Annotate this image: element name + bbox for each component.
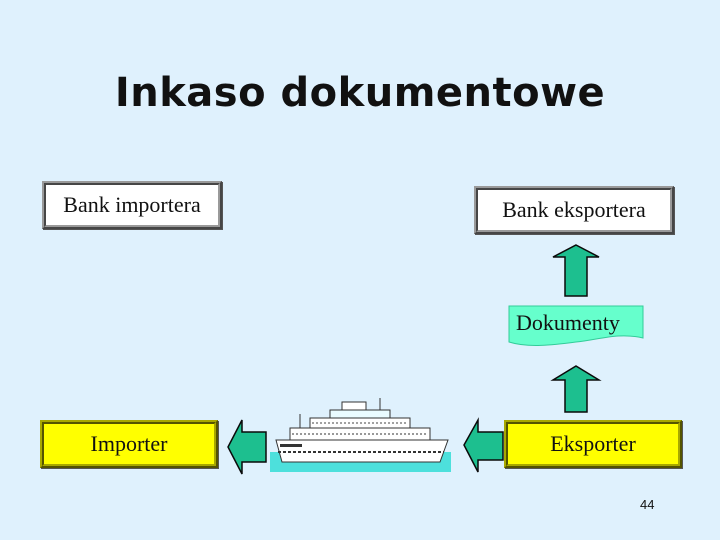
cruise-ship-image [270, 398, 451, 472]
left-arrow-importer [228, 420, 266, 474]
page-number: 44 [640, 497, 654, 512]
left-arrow-exporter [464, 420, 503, 472]
up-arrow-upper [553, 245, 599, 296]
up-arrow-lower [553, 366, 599, 412]
